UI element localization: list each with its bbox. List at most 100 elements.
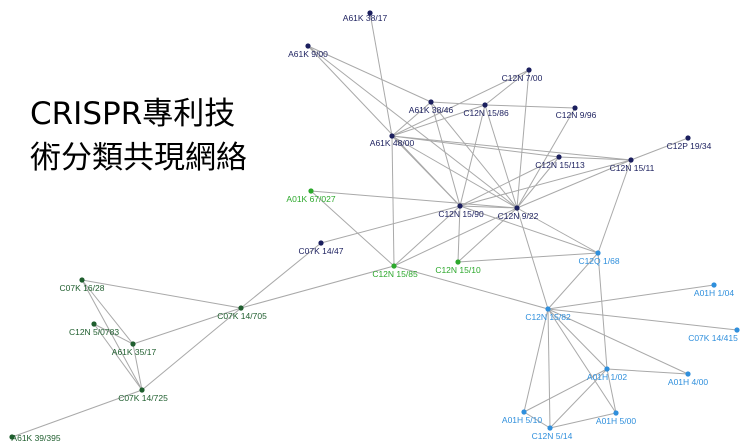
edge-c12n-15-82--c07k-14-415 <box>547 308 738 331</box>
edge-a61k-9-00--a61k-38-46 <box>307 45 432 103</box>
node-a61k-35-17[interactable] <box>130 341 136 347</box>
edge-c12p-19-34--c12n-15-11 <box>630 137 689 161</box>
edge-c12n-15-10--c12q-1-68 <box>457 252 599 263</box>
edge-c12n-15-82--a01h-1-02 <box>547 308 608 370</box>
edge-c12n-15-82--c12n-5-14 <box>547 308 551 429</box>
edge-c07k-14-705--c07k-16-28 <box>81 279 242 309</box>
edge-c07k-14-705--a61k-35-17 <box>132 307 242 345</box>
edge-c12n-15-90--c12n-15-10 <box>457 205 461 263</box>
node-label-c12n-15-113: C12N 15/113 <box>535 160 585 170</box>
node-c12n-15-85[interactable] <box>391 263 397 269</box>
edge-c12n-15-113--c12n-9-22 <box>516 156 560 209</box>
node-a61k-38-17[interactable] <box>367 10 373 16</box>
edge-c12n-15-90--c12q-1-68 <box>459 205 599 254</box>
edge-c07k-14-705--c07k-14-725 <box>141 307 242 391</box>
node-c12n-9-96[interactable] <box>572 105 578 111</box>
node-label-a01h-1-04: A01H 1/04 <box>694 288 734 298</box>
edge-c12n-7-00--c12n-15-86 <box>484 69 530 106</box>
edge-c12n-15-82--a01h-5-10 <box>523 308 549 413</box>
node-c12p-19-34[interactable] <box>685 135 691 141</box>
node-label-c12n-5-0783: C12N 5/0783 <box>69 327 119 337</box>
edge-c12n-9-22--c12n-15-82 <box>516 207 549 310</box>
edge-c07k-14-705--c12n-15-85 <box>240 265 395 309</box>
edge-c12n-9-96--c12n-9-22 <box>516 107 576 209</box>
node-c12n-15-10[interactable] <box>455 259 461 265</box>
edge-c07k-14-725--a61k-39-395 <box>11 389 143 438</box>
chart-title: CRISPR專利技 術分類共現網絡 <box>30 92 247 180</box>
edge-c12n-15-113--c12n-15-11 <box>558 156 632 161</box>
node-label-c12n-9-96: C12N 9/96 <box>556 110 597 120</box>
edge-c12n-15-82--a01h-1-04 <box>547 284 715 310</box>
node-c07k-14-47[interactable] <box>318 240 324 246</box>
edge-a01h-1-02--a01h-4-00 <box>606 368 689 375</box>
edge-a61k-9-00--c12n-9-22 <box>307 45 518 209</box>
node-label-a01h-5-00: A01H 5/00 <box>596 416 636 426</box>
node-label-c12n-15-85: C12N 15/85 <box>372 269 418 279</box>
node-label-c12n-7-00: C12N 7/00 <box>502 73 543 83</box>
node-label-a61k-39-395: A61K 39/395 <box>11 433 60 443</box>
edge-c07k-16-28--c07k-14-725 <box>81 279 143 391</box>
edge-a01k-67-027--c12n-9-22 <box>310 190 518 209</box>
edge-a01k-67-027--c12n-15-85 <box>310 190 395 267</box>
chart-title-line-1: CRISPR專利技 <box>30 96 236 132</box>
node-label-c07k-14-47: C07K 14/47 <box>299 246 344 256</box>
edge-c12n-9-22--c12n-15-85 <box>393 207 518 267</box>
node-c07k-14-725[interactable] <box>139 387 145 393</box>
edge-c12n-15-82--a01h-5-00 <box>547 308 617 414</box>
node-label-c12q-1-68: C12Q 1/68 <box>578 256 619 266</box>
edge-a61k-38-46--c12n-15-90 <box>430 101 461 207</box>
node-a01h-5-00[interactable] <box>613 410 619 416</box>
edge-a01h-1-02--c12n-5-14 <box>549 368 608 429</box>
node-label-c07k-16-28: C07K 16/28 <box>60 283 105 293</box>
edge-a61k-48-00--c12n-15-113 <box>391 135 560 158</box>
chart-title-line-2: 術分類共現網絡 <box>30 140 247 176</box>
node-label-a01h-4-00: A01H 4/00 <box>668 377 708 387</box>
node-label-c12p-19-34: C12P 19/34 <box>667 141 712 151</box>
node-c12n-15-82[interactable] <box>545 306 551 312</box>
node-c12n-15-11[interactable] <box>628 157 634 163</box>
edge-c12n-15-86--c12n-9-22 <box>484 104 518 209</box>
edge-c12n-15-82--a01h-4-00 <box>547 308 689 375</box>
node-c12n-5-0783[interactable] <box>91 321 97 327</box>
node-c07k-14-705[interactable] <box>238 305 244 311</box>
node-a01k-67-027[interactable] <box>308 188 314 194</box>
edge-c12n-15-86--a61k-48-00 <box>391 104 486 137</box>
node-label-c12n-9-22: C12N 9/22 <box>498 211 539 221</box>
node-c12n-5-14[interactable] <box>547 425 553 431</box>
node-a61k-48-00[interactable] <box>389 133 395 139</box>
edge-a61k-38-46--c12n-15-86 <box>430 101 486 106</box>
node-c12n-15-86[interactable] <box>482 102 488 108</box>
node-c12q-1-68[interactable] <box>595 250 601 256</box>
node-a61k-9-00[interactable] <box>305 43 311 49</box>
node-label-c07k-14-705: C07K 14/705 <box>217 311 267 321</box>
node-c12n-9-22[interactable] <box>514 205 520 211</box>
edge-c12n-15-11--c12q-1-68 <box>597 159 632 254</box>
node-a01h-4-00[interactable] <box>685 371 691 377</box>
edge-c12n-9-22--c12q-1-68 <box>516 207 599 254</box>
node-a61k-39-395[interactable] <box>9 434 15 440</box>
edge-c12n-7-00--c12n-9-22 <box>516 69 530 209</box>
node-a01h-1-04[interactable] <box>711 282 717 288</box>
edge-c12n-7-00--a61k-48-00 <box>391 69 530 137</box>
node-label-c07k-14-415: C07K 14/415 <box>688 333 738 343</box>
node-c12n-15-113[interactable] <box>556 154 562 160</box>
node-label-c12n-15-11: C12N 15/11 <box>610 163 655 173</box>
node-a01h-1-02[interactable] <box>604 366 610 372</box>
nodes-layer <box>9 10 740 440</box>
node-label-c12n-15-86: C12N 15/86 <box>463 108 509 118</box>
node-c12n-7-00[interactable] <box>526 67 532 73</box>
node-a01h-5-10[interactable] <box>521 409 527 415</box>
edge-a61k-48-00--c12n-15-85 <box>391 135 395 267</box>
edge-c12q-1-68--a01h-1-02 <box>597 252 608 370</box>
node-c07k-16-28[interactable] <box>79 277 85 283</box>
node-c07k-14-415[interactable] <box>734 327 740 333</box>
node-label-c12n-5-14: C12N 5/14 <box>532 431 573 441</box>
edge-a61k-48-00--c12n-15-11 <box>391 135 632 161</box>
edge-c12n-5-0783--a61k-35-17 <box>93 323 134 345</box>
node-a61k-38-46[interactable] <box>428 99 434 105</box>
node-label-a01h-5-10: A01H 5/10 <box>502 415 542 425</box>
node-c12n-15-90[interactable] <box>457 203 463 209</box>
node-label-a61k-38-17: A61K 38/17 <box>343 13 388 23</box>
